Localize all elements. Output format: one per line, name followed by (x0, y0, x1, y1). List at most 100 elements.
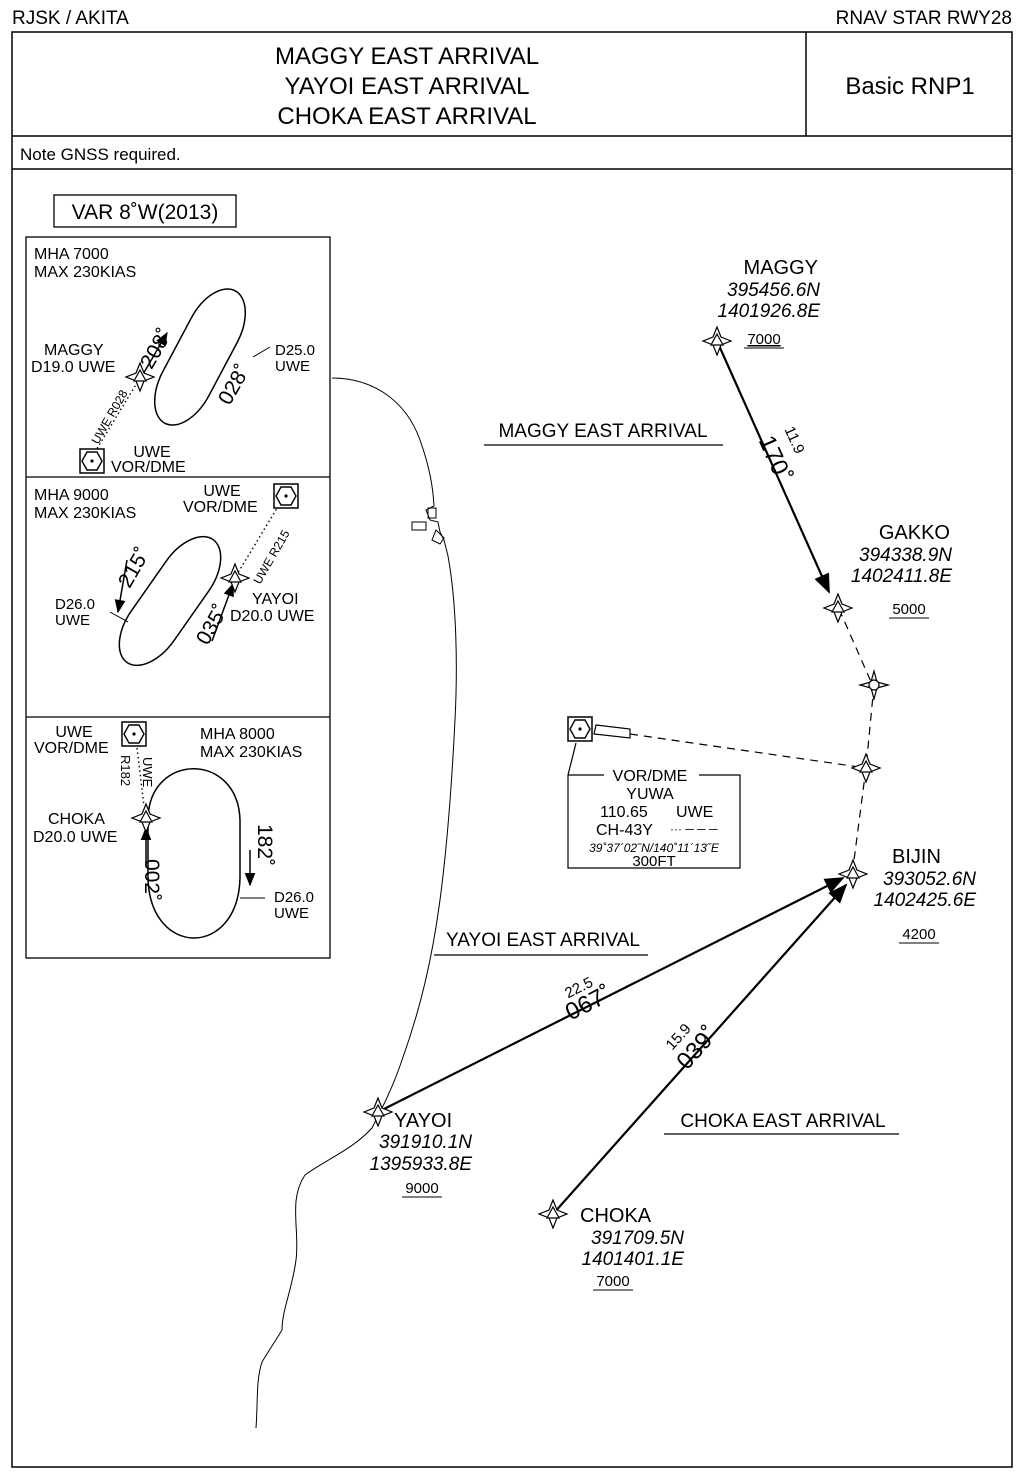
choka-lat: 391709.5N (591, 1228, 684, 1249)
gakko-transition-line (838, 608, 873, 685)
nav-spec: Basic RNP1 (845, 73, 975, 100)
choka-route-line (552, 883, 848, 1215)
title-choka: CHOKA EAST ARRIVAL (277, 103, 537, 130)
mha-text: MHA 9000 (34, 487, 109, 504)
navaid-ident: UWE (676, 804, 713, 821)
radial-text: UWE R028 (88, 387, 130, 446)
maggy-route-name: MAGGY EAST ARRIVAL (498, 421, 707, 442)
maggy-alt: 7000 (747, 331, 780, 348)
title-yayoi: YAYOI EAST ARRIVAL (284, 73, 530, 100)
holding-maggy: MHA 7000 MAX 230KIAS MAGGY D19.0 UWE UWE… (31, 246, 315, 476)
uwe-vordme-icon (121, 721, 147, 747)
maggy-lat: 395456.6N (727, 280, 820, 301)
hold-fix-dist: D20.0 UWE (33, 829, 117, 846)
limit-dist: D26.0 (55, 596, 95, 613)
navaid-name: UWE (55, 724, 92, 741)
routes (377, 340, 875, 1215)
uwe-vordme-icon (79, 448, 105, 474)
mha-text: MHA 8000 (200, 726, 275, 743)
bijin-alt: 4200 (902, 926, 935, 943)
limit-ref: UWE (55, 612, 90, 629)
hold-fix-dist: D19.0 UWE (31, 359, 115, 376)
radial-text-a: UWE (140, 757, 155, 788)
unnamed-waypoint-icon (857, 668, 891, 702)
vor-radial-line (629, 733, 867, 769)
outbound-track: 182˚ (253, 824, 276, 866)
maggy-name: MAGGY (744, 257, 818, 279)
bijin-lat: 393052.6N (883, 869, 976, 890)
gakko-name: GAKKO (879, 522, 950, 544)
hold-fix-name: CHOKA (48, 811, 105, 828)
bijin-name: BIJIN (892, 846, 941, 868)
mha-text: MHA 7000 (34, 246, 109, 263)
speed-text: MAX 230KIAS (200, 744, 302, 761)
coastline (255, 377, 457, 1429)
choka-alt: 7000 (596, 1273, 629, 1290)
maggy-waypoint-icon (702, 326, 732, 356)
note-text: Note GNSS required. (20, 145, 181, 164)
radial-fix-icon (851, 753, 881, 783)
hold-fix-name: MAGGY (44, 342, 104, 359)
maggy-lon: 1401926.8E (718, 301, 821, 322)
morse-code: ··· ─ ─ ─ (670, 822, 718, 836)
airport-label: RJSK / AKITA (12, 8, 129, 29)
holding-choka: MHA 8000 MAX 230KIAS UWE VOR/DME CHOKA D… (33, 721, 314, 939)
title-maggy: MAGGY EAST ARRIVAL (274, 43, 540, 70)
inbound-track: 002˚ (140, 859, 163, 901)
gakko-lat: 394338.9N (859, 545, 952, 566)
yayoi-waypoint-icon (363, 1097, 393, 1127)
navaid-name: UWE (133, 444, 170, 461)
inbound-track: 208˚ (136, 325, 177, 373)
vordme-icon (567, 716, 593, 742)
yayoi-route-name: YAYOI EAST ARRIVAL (446, 930, 640, 951)
bijin-waypoint-icon (838, 859, 868, 889)
choka-lon: 1401401.1E (582, 1249, 685, 1270)
choka-route-name: CHOKA EAST ARRIVAL (680, 1111, 885, 1132)
choka-hold-fix-icon (131, 803, 161, 833)
choka-name: CHOKA (580, 1205, 652, 1227)
navaid-elev: 300FT (632, 853, 675, 870)
limit-dist: D25.0 (275, 342, 315, 359)
maggy-route-line (715, 340, 831, 594)
navaid-name: UWE (203, 483, 240, 500)
outbound-track: 215˚ (114, 544, 155, 592)
navaid-type: VOR/DME (613, 768, 688, 785)
uwe-vordme-icon (273, 483, 299, 509)
harbor (411, 507, 445, 545)
yayoi-name: YAYOI (394, 1110, 452, 1132)
variation-box (53, 194, 237, 228)
yayoi-lat: 391910.1N (379, 1132, 472, 1153)
navaid-type: VOR/DME (111, 459, 186, 476)
transition-line-b (852, 767, 867, 869)
inbound-track: 035˚ (192, 601, 233, 649)
radial-text: UWE R215 (250, 527, 292, 586)
yayoi-hold-fix-icon (220, 563, 250, 593)
yuwa-vordme (567, 716, 741, 869)
bijin-lon: 1402425.6E (874, 890, 977, 911)
navaid-freq: 110.65 (600, 804, 648, 821)
hold-fix-name: YAYOI (252, 591, 299, 608)
yayoi-lon: 1395933.8E (370, 1154, 473, 1175)
limit-ref: UWE (274, 905, 309, 922)
frame (11, 31, 1013, 1468)
yayoi-alt: 9000 (405, 1180, 438, 1197)
navaid-coords: 39˚37´02˝N/140˚11´13˝E (589, 841, 720, 855)
navaid-type: VOR/DME (34, 740, 109, 757)
yayoi-route-line (377, 877, 845, 1113)
gakko-alt: 5000 (892, 601, 925, 618)
hold-fix-dist: D20.0 UWE (230, 608, 314, 625)
holding-yayoi: MHA 9000 MAX 230KIAS UWE VOR/DME YAYOI D… (34, 483, 314, 667)
outbound-track: 028˚ (214, 361, 255, 409)
speed-text: MAX 230KIAS (34, 264, 136, 281)
speed-text: MAX 230KIAS (34, 505, 136, 522)
procedure-label: RNAV STAR RWY28 (835, 8, 1012, 29)
limit-ref: UWE (275, 358, 310, 375)
variation-text: VAR 8˚W(2013) (72, 201, 219, 224)
holding-panels (25, 236, 331, 959)
gakko-lon: 1402411.8E (851, 566, 952, 587)
navaid-name: YUWA (626, 786, 674, 803)
navaid-type: VOR/DME (183, 499, 258, 516)
radial-text-b: R182 (118, 755, 133, 786)
navaid-channel: CH-43Y (596, 822, 653, 839)
